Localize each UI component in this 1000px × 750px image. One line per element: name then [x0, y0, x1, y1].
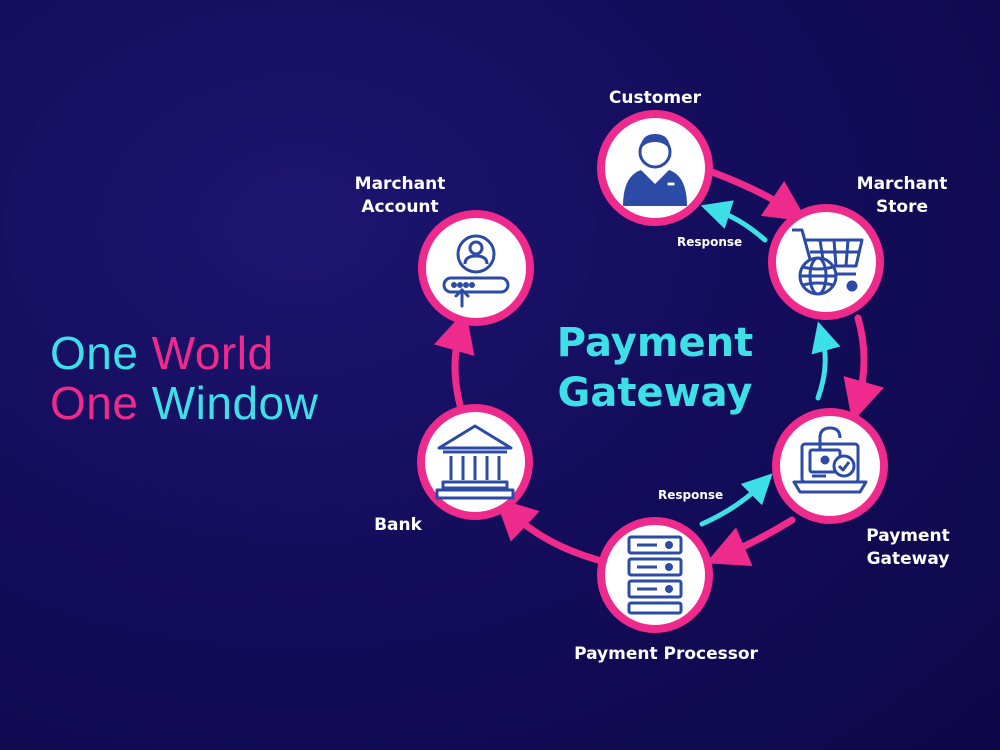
label-merchant-account: Marchant Account	[355, 173, 446, 219]
label-customer: Customer	[608, 88, 702, 108]
label-line: Account	[361, 197, 439, 217]
arrow-response-inner	[811, 321, 841, 401]
arrow-response-bottom	[699, 473, 773, 527]
label-payment-gateway: Payment Gateway	[866, 525, 950, 571]
node-merchant-account	[418, 210, 534, 326]
center-title-line-2: Gateway	[557, 370, 753, 416]
label-line: Store	[876, 197, 928, 217]
label-line: Payment	[866, 526, 950, 546]
arrow-customer-to-store	[708, 168, 808, 222]
label-line: Gateway	[866, 549, 950, 569]
laptop-lock-icon	[792, 426, 868, 494]
slogan-line-1: One World	[50, 330, 274, 376]
response-label-bottom: Response	[658, 488, 724, 502]
slogan-word: World	[151, 327, 274, 379]
response-label-top: Response	[677, 235, 743, 249]
arrow-gateway-to-processor	[705, 516, 796, 567]
server-icon	[627, 535, 683, 615]
slogan-word: One	[50, 327, 139, 379]
label-line: Marchant	[354, 174, 446, 194]
center-title: Payment Gateway	[557, 318, 753, 418]
shopping-cart-icon	[792, 228, 864, 296]
label-payment-processor: Payment Processor	[574, 644, 758, 664]
slogan-word: Window	[151, 377, 319, 429]
slogan-line-2: One Window	[50, 380, 318, 426]
account-login-icon	[442, 234, 510, 308]
arrow-response-top	[700, 200, 768, 243]
slogan-word: One	[50, 377, 139, 429]
arrow-processor-to-bank	[494, 497, 602, 564]
arrow-store-to-gateway	[843, 314, 884, 423]
center-title-line-1: Payment	[556, 320, 754, 366]
arrow-bank-to-account	[434, 309, 475, 409]
label-merchant-store: Marchant Store	[857, 173, 948, 219]
customer-icon	[623, 134, 687, 206]
label-line: Marchant	[856, 174, 948, 194]
bank-icon	[435, 424, 515, 500]
label-bank: Bank	[374, 515, 422, 535]
